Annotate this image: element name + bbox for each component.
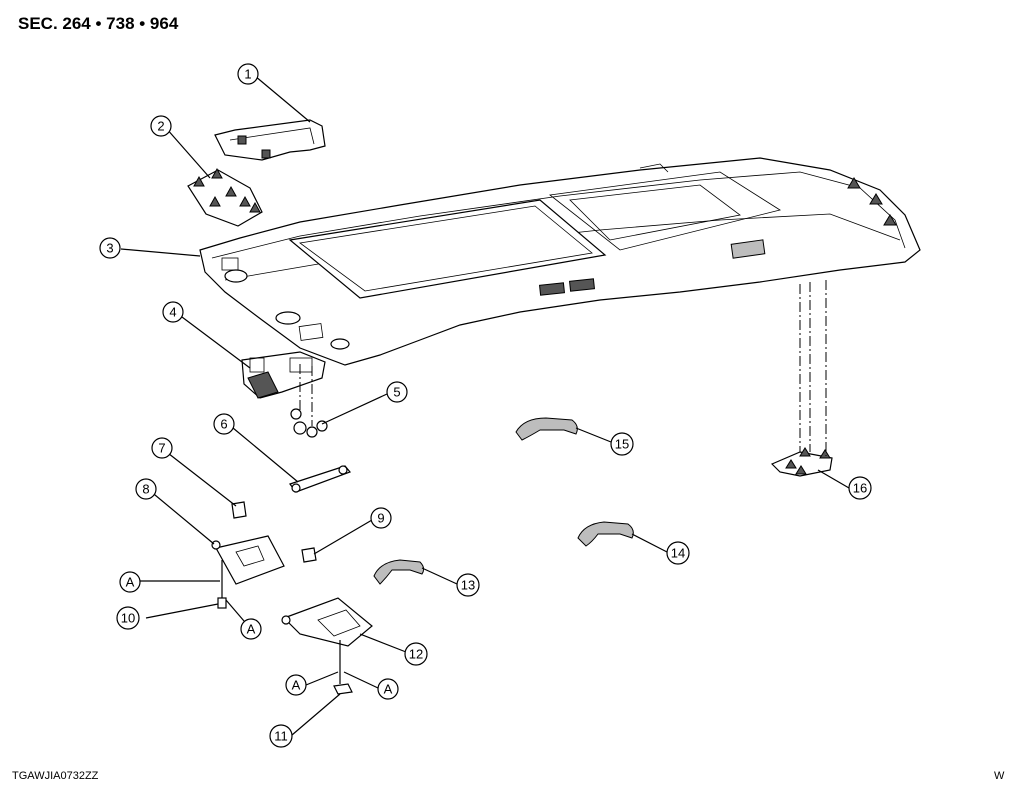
drawing-code: TGAWJIA0732ZZ	[12, 770, 99, 782]
svg-text:2: 2	[157, 119, 164, 134]
callout-a-4: A	[377, 678, 399, 700]
part-14-assist-grip	[577, 521, 634, 547]
part-15-assist-grip	[515, 417, 578, 441]
svg-text:6: 6	[220, 417, 227, 432]
callout-11: 11	[269, 724, 293, 748]
svg-text:3: 3	[106, 241, 113, 256]
svg-text:A: A	[247, 622, 256, 637]
callout-a-2: A	[240, 618, 262, 640]
part-16-bracket	[770, 447, 833, 477]
svg-text:9: 9	[377, 511, 384, 526]
alignment-lines	[299, 280, 827, 456]
svg-text:10: 10	[121, 611, 135, 626]
section-title: SEC. 264 • 738 • 964	[18, 14, 179, 33]
svg-text:5: 5	[393, 385, 400, 400]
svg-text:4: 4	[169, 305, 176, 320]
callout-a-3: A	[285, 674, 307, 696]
headlining	[199, 157, 921, 366]
callout-5: 5	[386, 381, 408, 403]
part-13-assist-grip	[373, 559, 425, 585]
callout-1: 1	[237, 63, 259, 85]
callout-3: 3	[99, 237, 121, 259]
callout-4: 4	[162, 301, 184, 323]
svg-text:16: 16	[853, 481, 867, 496]
svg-text:13: 13	[461, 578, 475, 593]
callout-7: 7	[151, 437, 173, 459]
callout-6: 6	[213, 413, 235, 435]
part-4-map-lamp	[241, 351, 326, 399]
corner-mark: W	[994, 770, 1005, 782]
part-12-sun-visor-rh	[281, 597, 373, 695]
callout-a-1: A	[119, 571, 141, 593]
part-8-sun-visor-lh	[211, 535, 285, 609]
callout-14: 14	[666, 541, 690, 565]
callout-12: 12	[404, 642, 428, 666]
part-9-clip	[301, 547, 317, 563]
callout-2: 2	[150, 115, 172, 137]
callout-9: 9	[370, 507, 392, 529]
svg-text:A: A	[292, 678, 301, 693]
svg-text:14: 14	[671, 546, 685, 561]
svg-text:A: A	[384, 682, 393, 697]
part-2-bracket	[187, 167, 263, 227]
callout-8: 8	[135, 478, 157, 500]
svg-text:7: 7	[158, 441, 165, 456]
svg-text:8: 8	[142, 482, 149, 497]
callout-16: 16	[848, 476, 872, 500]
svg-text:15: 15	[615, 437, 629, 452]
callout-13: 13	[456, 573, 480, 597]
part-5-clips	[290, 408, 328, 438]
svg-text:12: 12	[409, 647, 423, 662]
part-1-bracket	[214, 119, 326, 161]
svg-text:11: 11	[274, 729, 288, 744]
callout-10: 10	[116, 606, 140, 630]
leader-lines	[120, 75, 850, 736]
part-6-strip	[289, 465, 352, 493]
svg-text:1: 1	[244, 67, 251, 82]
callout-15: 15	[610, 432, 634, 456]
svg-text:A: A	[126, 575, 135, 590]
